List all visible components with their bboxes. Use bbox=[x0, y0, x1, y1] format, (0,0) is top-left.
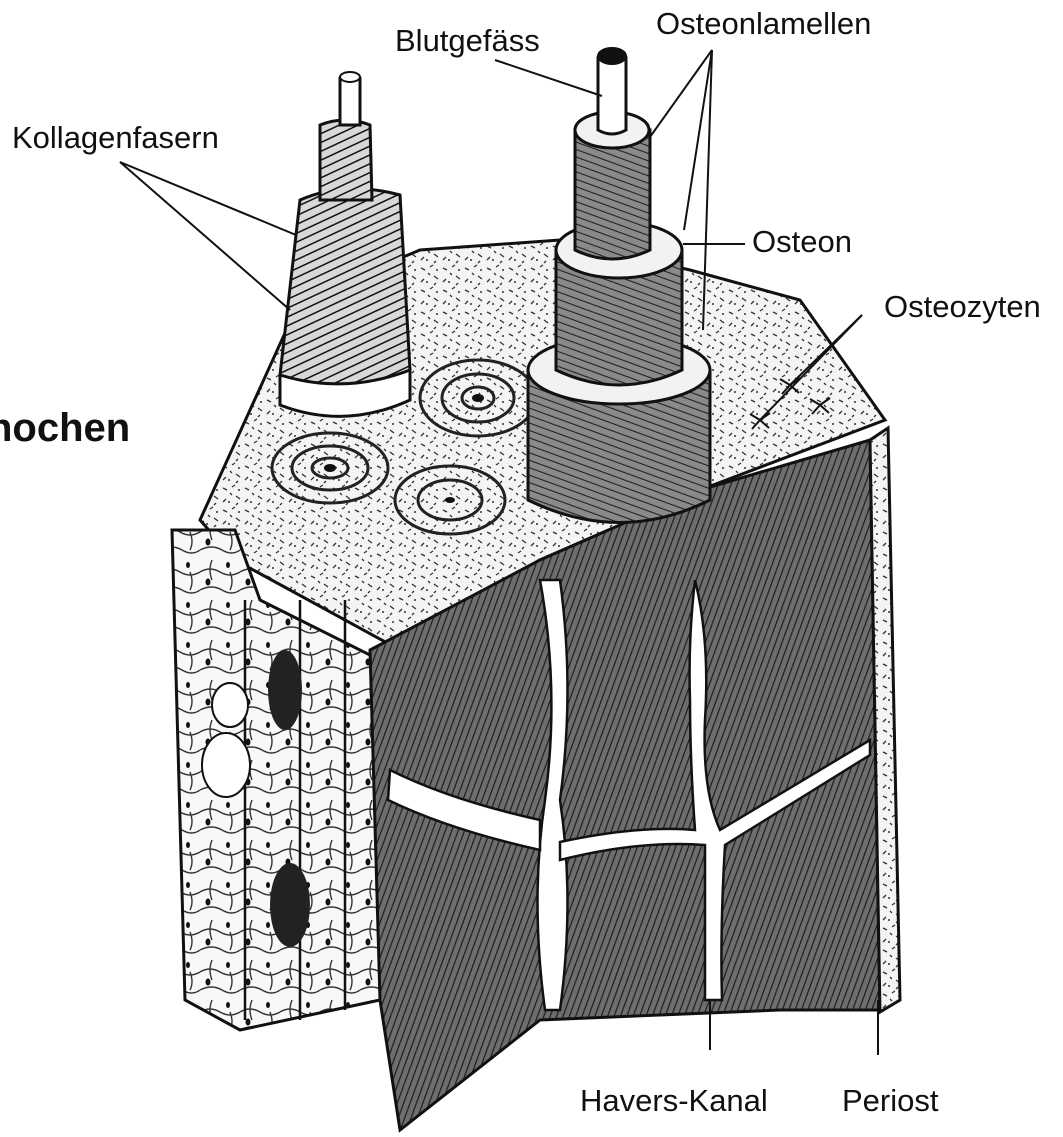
label-blutgefaess: Blutgefäss bbox=[395, 25, 540, 56]
collagen-fiber-bundle bbox=[280, 72, 410, 416]
leader-osteonlamellen-1 bbox=[650, 50, 712, 137]
label-kollagenfasern: Kollagenfasern bbox=[12, 122, 219, 153]
leader-blutgefaess bbox=[495, 60, 602, 96]
label-osteonlamellen: Osteonlamellen bbox=[656, 8, 871, 39]
label-osteozyten: Osteozyten bbox=[884, 291, 1041, 322]
diagram-title: nochen bbox=[0, 408, 130, 448]
leader-kollagenfasern-1 bbox=[120, 162, 296, 235]
label-havers-kanal: Havers-Kanal bbox=[580, 1085, 768, 1116]
osteon-cylinder bbox=[528, 48, 710, 523]
label-osteon: Osteon bbox=[752, 226, 852, 257]
label-periost: Periost bbox=[842, 1085, 938, 1116]
leader-kollagenfasern-2 bbox=[120, 162, 290, 310]
